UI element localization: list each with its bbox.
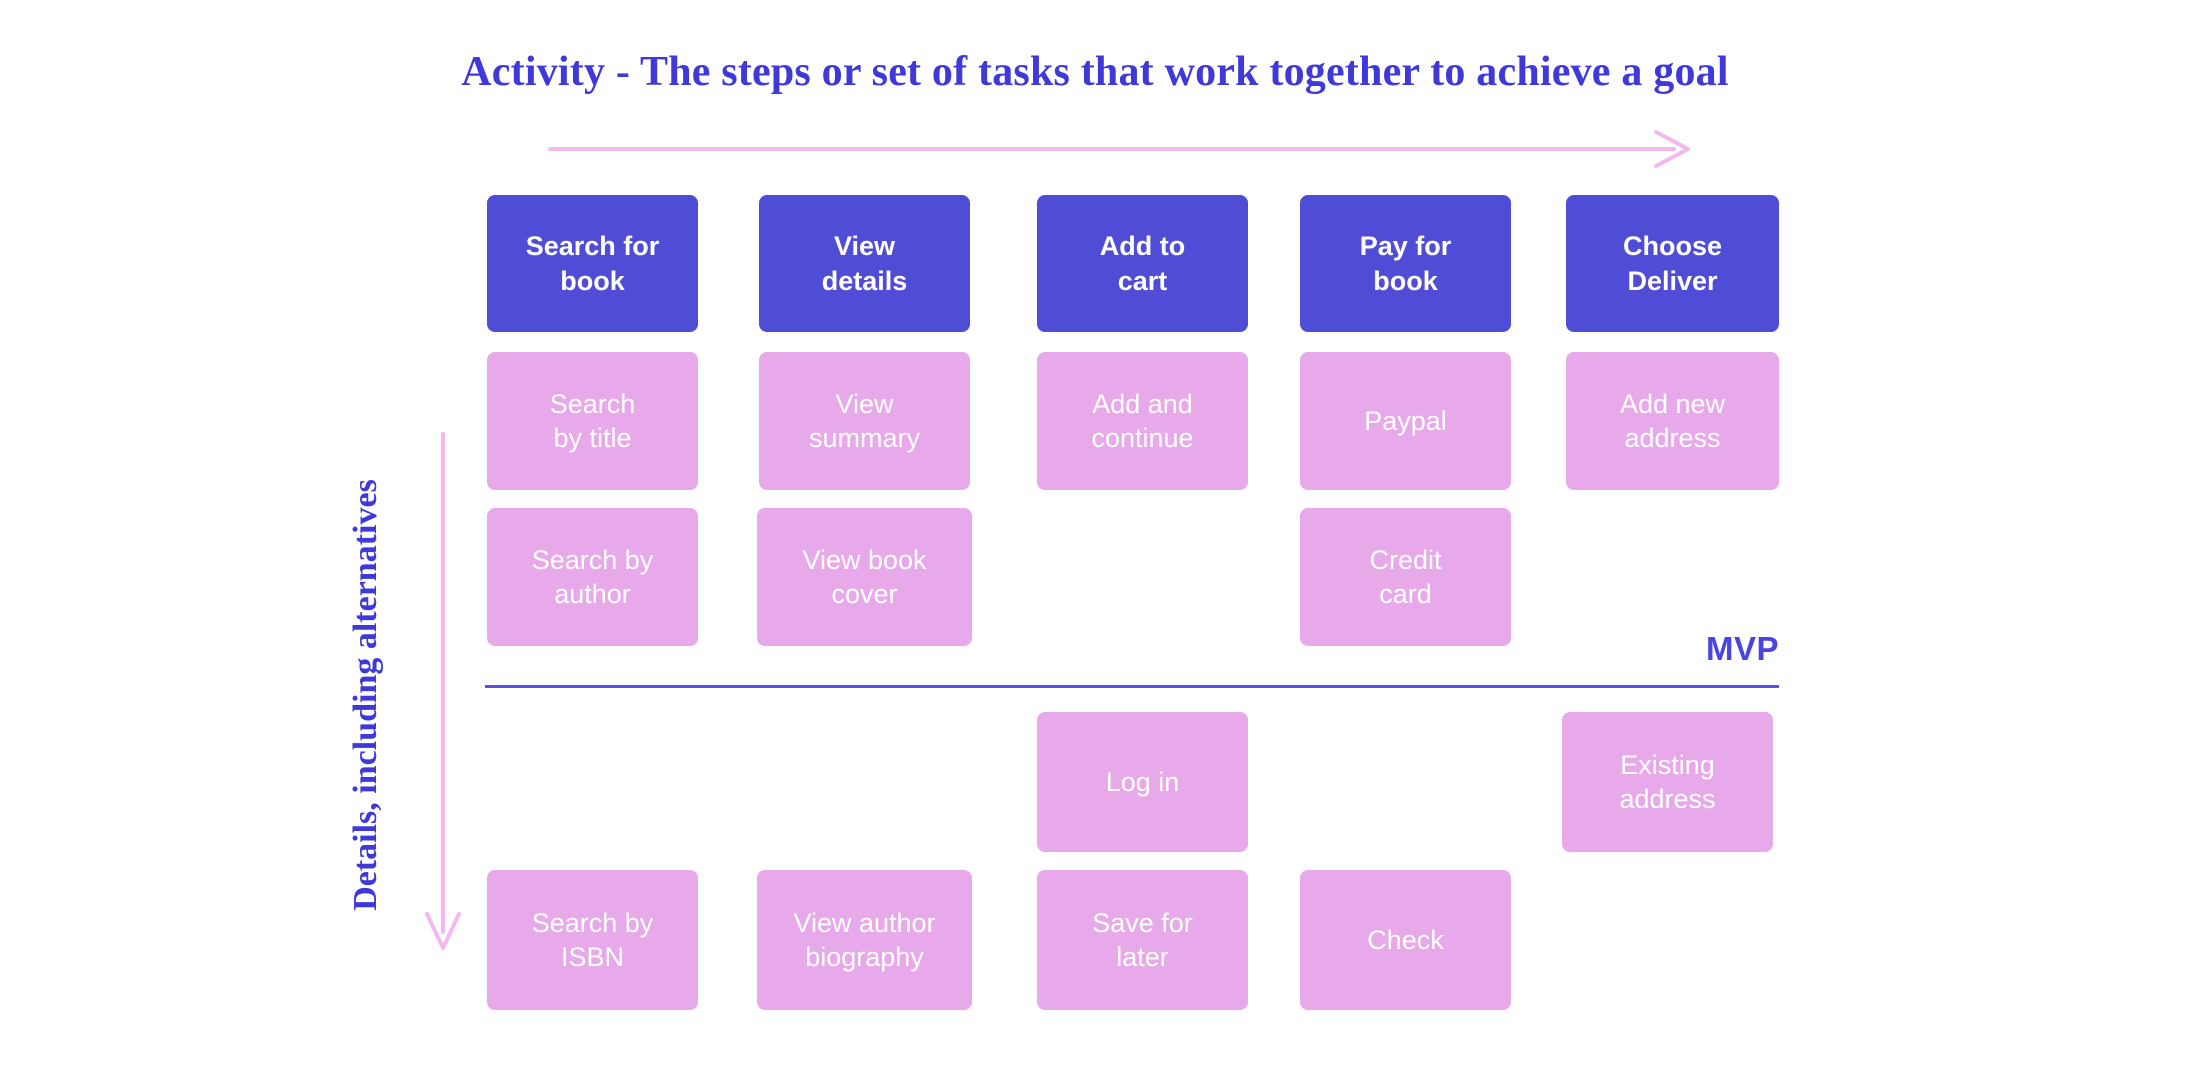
card-label: Save for later xyxy=(1092,907,1193,972)
detail-card[interactable]: Paypal xyxy=(1300,352,1511,490)
detail-card[interactable]: Check xyxy=(1300,870,1511,1010)
card-label: Add and continue xyxy=(1091,388,1194,453)
details-axis-label: Details, including alternatives xyxy=(338,430,394,960)
detail-card[interactable]: Save for later xyxy=(1037,870,1248,1010)
card-label: Add to cart xyxy=(1099,231,1186,296)
detail-card[interactable]: Add and continue xyxy=(1037,352,1248,490)
card-label: Add new address xyxy=(1619,388,1726,453)
card-label: Check xyxy=(1367,924,1444,955)
card-label: View author biography xyxy=(793,907,936,972)
activity-flow-arrow xyxy=(548,130,1690,168)
mvp-divider-line xyxy=(485,685,1779,688)
card-label: Credit card xyxy=(1369,544,1442,609)
card-label: Choose Deliver xyxy=(1622,231,1722,296)
activity-card[interactable]: Pay for book xyxy=(1300,195,1511,332)
details-axis-label-text: Details, including alternatives xyxy=(347,479,385,911)
detail-card[interactable]: Search by author xyxy=(487,508,698,646)
detail-card[interactable]: View author biography xyxy=(757,870,972,1010)
detail-card[interactable]: Add new address xyxy=(1566,352,1779,490)
activity-card[interactable]: Add to cart xyxy=(1037,195,1248,332)
card-label: View book cover xyxy=(802,544,927,609)
card-label: Search by ISBN xyxy=(531,907,654,972)
card-label: View summary xyxy=(808,388,920,453)
card-label: Search by author xyxy=(531,544,654,609)
detail-card[interactable]: Search by title xyxy=(487,352,698,490)
details-depth-arrow xyxy=(425,432,461,950)
mvp-label: MVP xyxy=(1705,630,1779,667)
detail-card[interactable]: Existing address xyxy=(1562,712,1773,852)
card-label: Log in xyxy=(1105,766,1180,797)
page-title: Activity - The steps or set of tasks tha… xyxy=(461,49,1729,95)
card-label: Search by title xyxy=(549,388,636,453)
detail-card[interactable]: Credit card xyxy=(1300,508,1511,646)
activity-card[interactable]: Search for book xyxy=(487,195,698,332)
card-label: Search for book xyxy=(525,231,660,296)
activity-card[interactable]: View details xyxy=(759,195,970,332)
detail-card[interactable]: Search by ISBN xyxy=(487,870,698,1010)
detail-card[interactable]: View book cover xyxy=(757,508,972,646)
card-label: Existing address xyxy=(1619,749,1716,814)
card-label: View details xyxy=(821,231,908,296)
activity-card[interactable]: Choose Deliver xyxy=(1566,195,1779,332)
card-label: Paypal xyxy=(1364,405,1447,436)
detail-card[interactable]: View summary xyxy=(759,352,970,490)
detail-card[interactable]: Log in xyxy=(1037,712,1248,852)
card-label: Pay for book xyxy=(1359,231,1452,296)
